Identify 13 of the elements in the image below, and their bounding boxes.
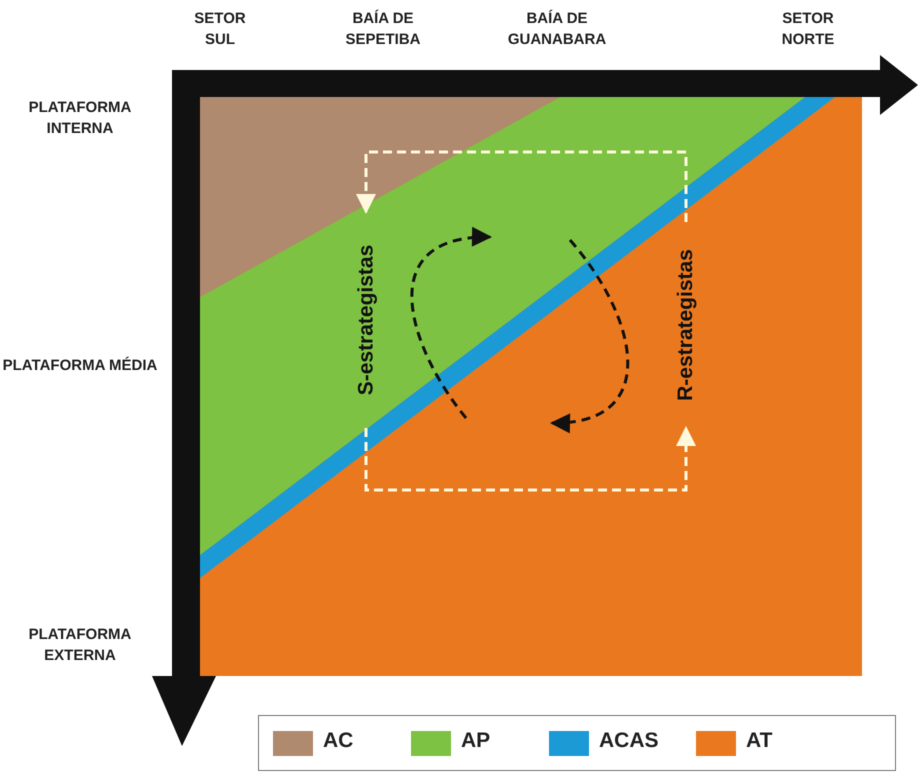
strategy-label: S-estrategistas bbox=[354, 244, 378, 396]
legend-label: AC bbox=[323, 729, 354, 753]
column-heading: SETOR SUL bbox=[193, 9, 247, 50]
row-heading: PLATAFORMA INTERNA bbox=[28, 98, 132, 139]
legend-label: AP bbox=[461, 729, 490, 753]
row-heading: PLATAFORMA MÉDIA bbox=[2, 356, 158, 376]
column-heading: BAÍA DE SEPETIBA bbox=[344, 8, 422, 50]
legend-label: AT bbox=[746, 729, 772, 753]
column-heading: SETOR NORTE bbox=[780, 9, 836, 50]
legend-label: ACAS bbox=[599, 729, 659, 753]
strategy-label: R-estrategistas bbox=[674, 249, 698, 401]
column-heading: BAÍA DE GUANABARA bbox=[506, 8, 608, 50]
row-heading: PLATAFORMA EXTERNA bbox=[28, 625, 132, 666]
